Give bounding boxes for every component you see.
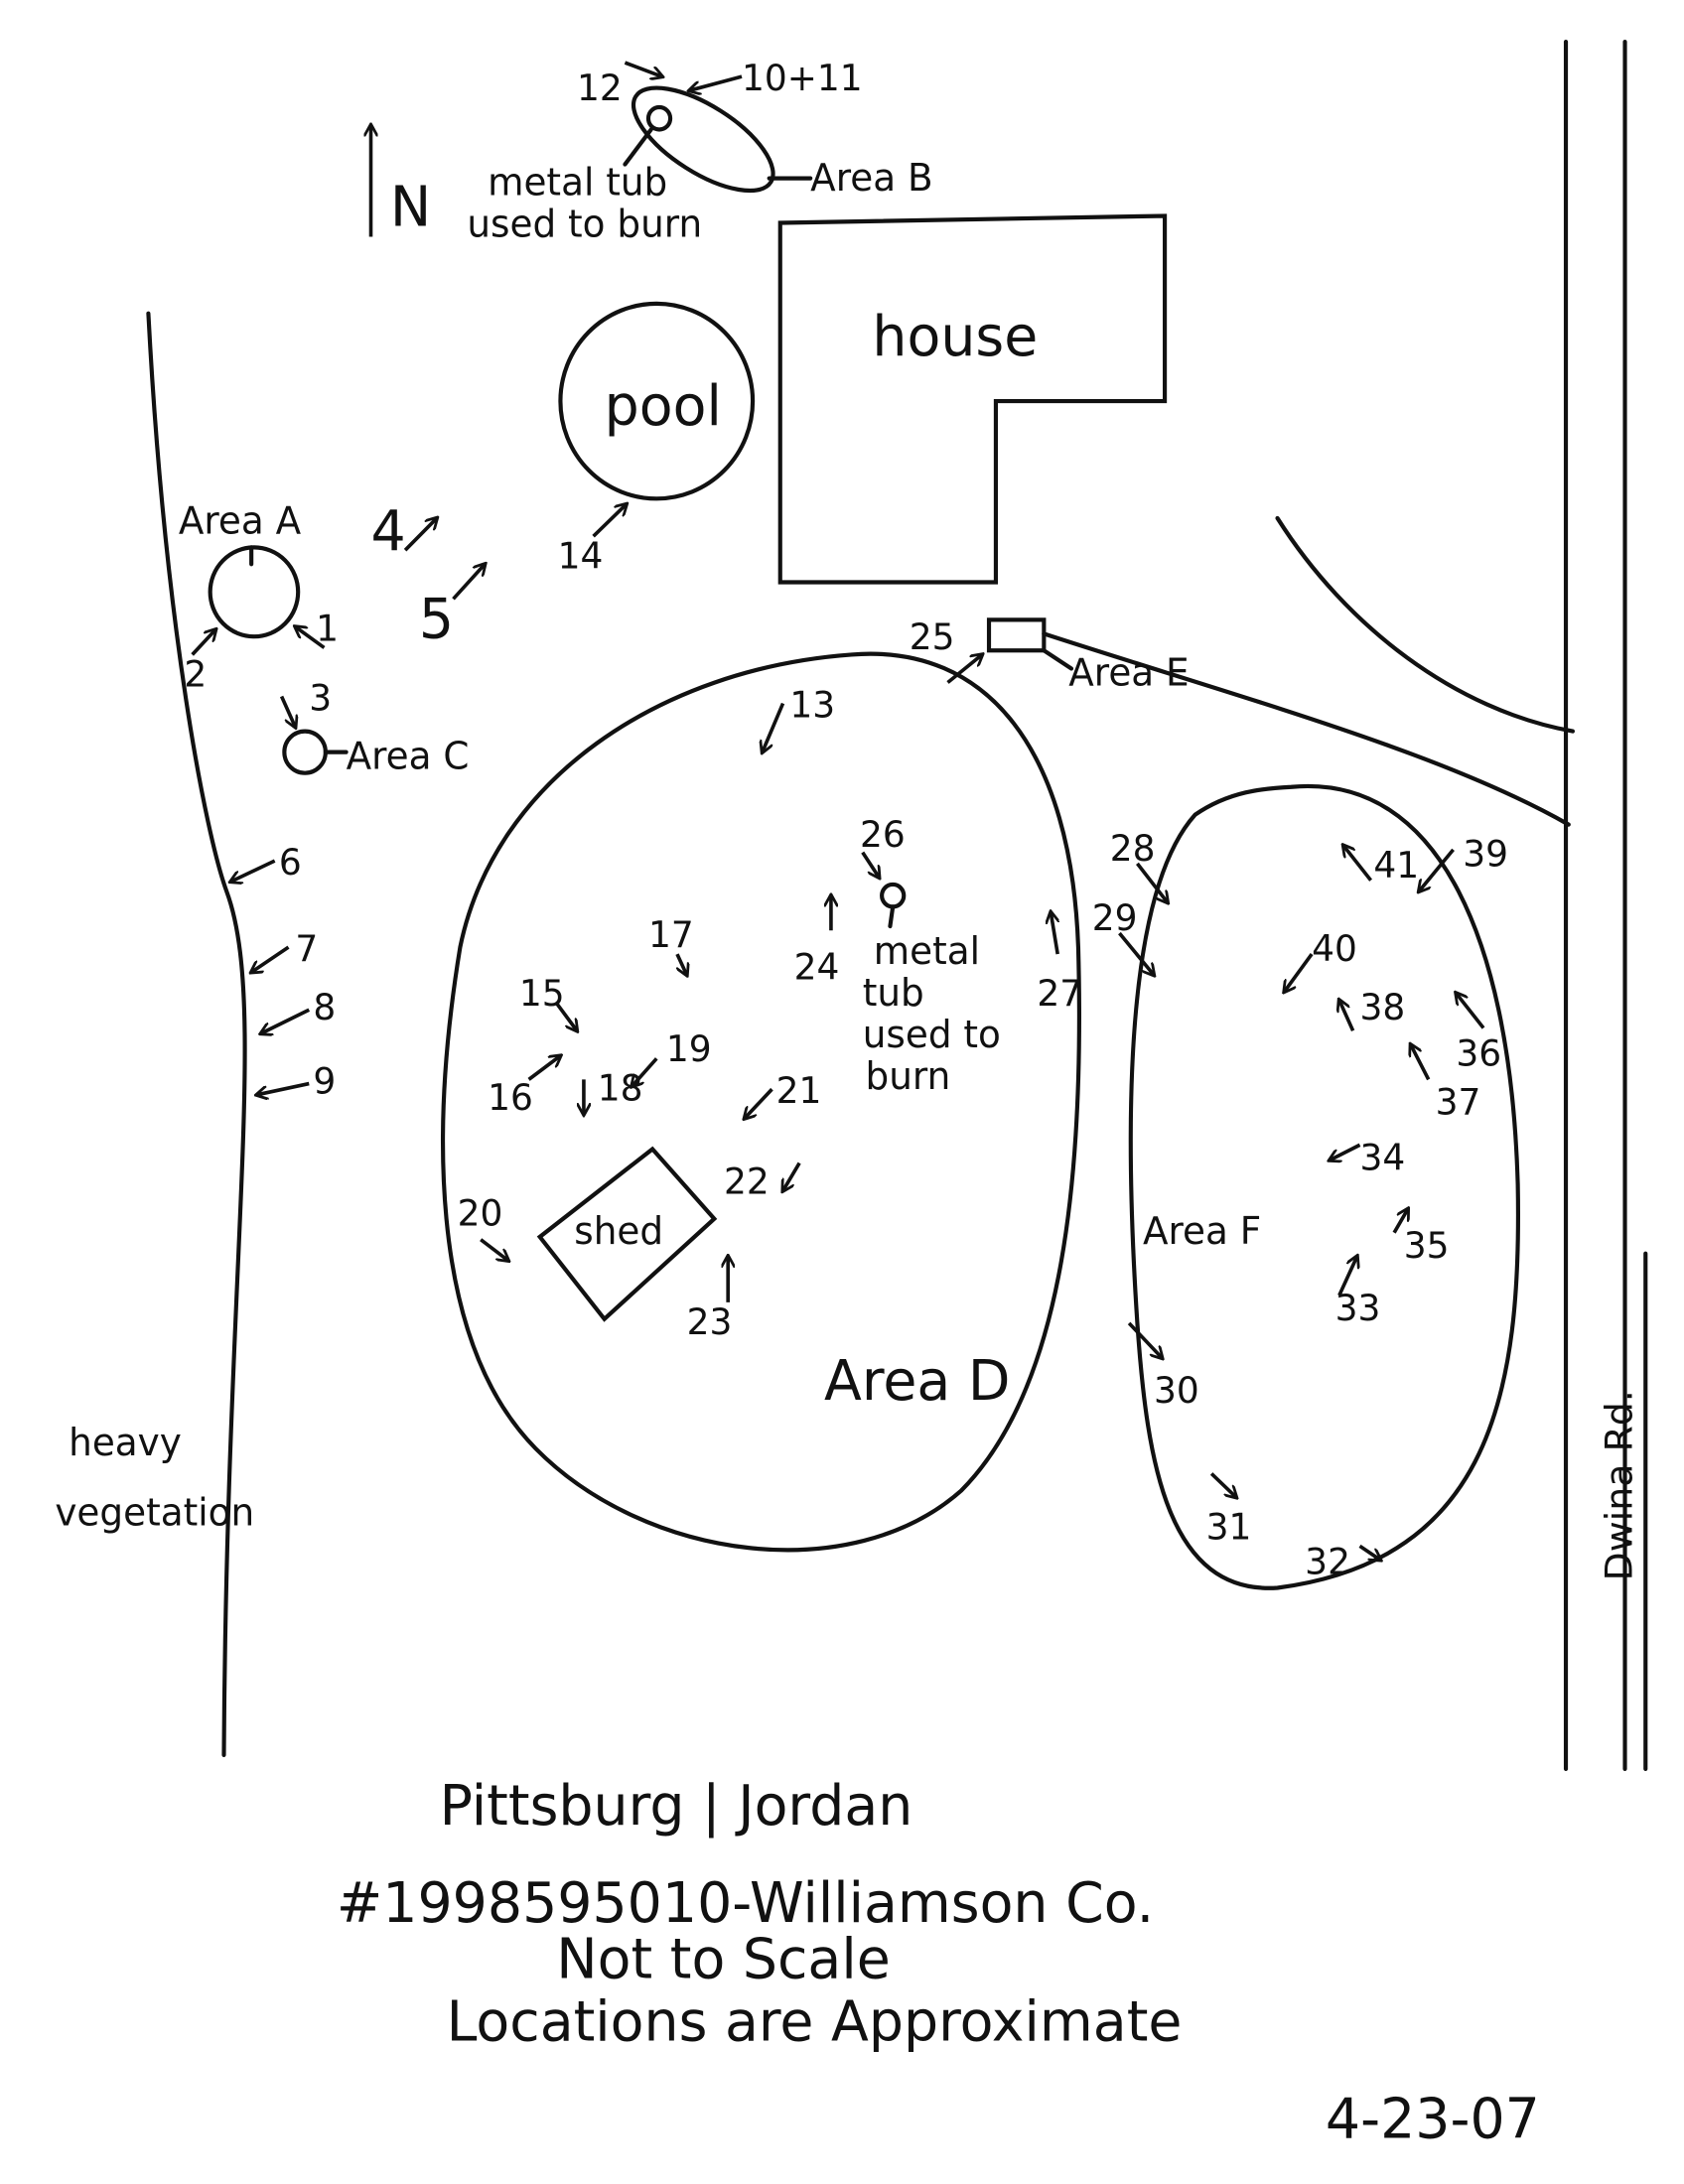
area-e-label: Area E	[1068, 650, 1189, 694]
tub-d-line2: tub	[863, 971, 924, 1015]
shed: shed	[536, 1146, 718, 1322]
point-13: 13	[789, 683, 835, 726]
tub-b-line1: metal tub	[488, 160, 667, 204]
point-27: 27	[1037, 972, 1082, 1015]
point-4: 4	[371, 499, 406, 564]
vegetation-line1: heavy	[69, 1421, 182, 1464]
area-c-label: Area C	[347, 734, 470, 777]
point-16: 16	[488, 1076, 533, 1119]
area-a: Area A	[179, 498, 302, 639]
driveway-curve	[1275, 515, 1576, 734]
point-30: 30	[1154, 1369, 1199, 1412]
point-6: 6	[279, 841, 302, 884]
point-9: 9	[313, 1059, 336, 1102]
point-12: 12	[577, 67, 623, 109]
point-31: 31	[1206, 1505, 1252, 1548]
area-c: Area C	[282, 729, 470, 778]
point-18: 18	[598, 1066, 643, 1109]
house: house	[777, 213, 1168, 585]
driveway-edge	[1042, 631, 1571, 827]
point-38: 38	[1360, 986, 1406, 1028]
pool-label: pool	[605, 374, 722, 439]
point-33: 33	[1335, 1287, 1381, 1329]
point-5: 5	[419, 587, 454, 651]
point-24: 24	[794, 945, 840, 988]
point-26: 26	[860, 813, 906, 856]
road-label: Dwina Rd.	[1598, 1390, 1641, 1580]
dwina-road: Dwina Rd.	[1563, 39, 1648, 1771]
north-arrow-icon: N	[371, 125, 431, 239]
point-32: 32	[1305, 1540, 1350, 1582]
tub-d-line1: metal	[874, 929, 980, 973]
area-f-label: Area F	[1143, 1209, 1261, 1253]
tub-d-line3: used to	[863, 1013, 1001, 1056]
area-d-label: Area D	[824, 1349, 1011, 1414]
footer-notes: Pittsburg | Jordan #1998595010-Williamso…	[337, 1774, 1540, 2152]
point-20: 20	[458, 1191, 503, 1234]
north-label: N	[390, 175, 431, 239]
point-10-11: 10+11	[742, 57, 863, 99]
point-2: 2	[184, 652, 207, 695]
sketch-date: 4-23-07	[1326, 2087, 1540, 2151]
point-17: 17	[648, 913, 694, 956]
vegetation-boundary	[146, 311, 247, 1757]
point-34: 34	[1360, 1136, 1406, 1178]
point-3: 3	[309, 676, 332, 719]
area-a-label: Area A	[179, 498, 302, 542]
pool: pool	[558, 301, 756, 501]
house-label: house	[872, 304, 1038, 368]
photo-arrows	[191, 61, 1485, 1560]
area-d: Area D metal tub used to burn	[441, 651, 1081, 1553]
point-21: 21	[776, 1069, 822, 1112]
point-15: 15	[519, 972, 565, 1015]
site-name: Pittsburg | Jordan	[440, 1774, 913, 1839]
point-7: 7	[295, 927, 318, 970]
point-19: 19	[666, 1027, 712, 1070]
area-e: Area E	[986, 617, 1190, 694]
point-37: 37	[1436, 1080, 1481, 1123]
area-b-label: Area B	[810, 156, 932, 200]
area-f: Area F	[1128, 783, 1521, 1590]
point-40: 40	[1312, 927, 1357, 970]
point-28: 28	[1110, 827, 1156, 870]
point-23: 23	[687, 1300, 733, 1343]
point-8: 8	[313, 986, 336, 1028]
case-number: #1998595010-Williamson Co.	[337, 1871, 1154, 1936]
location-note: Locations are Approximate	[447, 1989, 1183, 2054]
photo-numbers: 1 2 3 4 5 6 7 8 9 10+11 12 13 14 15 16 1…	[184, 57, 1508, 1583]
point-35: 35	[1404, 1224, 1450, 1267]
tub-b-line2: used to burn	[467, 202, 702, 245]
point-29: 29	[1092, 896, 1138, 939]
point-14: 14	[558, 534, 604, 577]
point-39: 39	[1463, 832, 1508, 875]
shed-label: shed	[574, 1209, 663, 1253]
tub-d-line4: burn	[866, 1054, 951, 1098]
area-b: Area B metal tub used to burn	[467, 85, 933, 246]
point-36: 36	[1456, 1031, 1501, 1074]
point-41: 41	[1373, 844, 1419, 887]
scale-note: Not to Scale	[556, 1927, 890, 1991]
point-25: 25	[910, 615, 955, 658]
point-1: 1	[316, 607, 339, 649]
point-22: 22	[724, 1160, 770, 1202]
vegetation-line2: vegetation	[55, 1490, 254, 1534]
